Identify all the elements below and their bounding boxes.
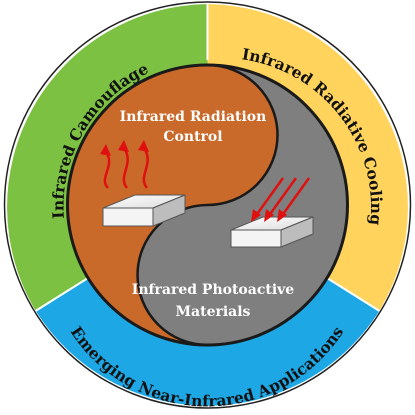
ring-divider-right: [326, 277, 380, 312]
yin-yang-divider: [136, 63, 279, 347]
outer-ring-border: [3, 1, 412, 409]
incoming-radiation-arrows-icon: [251, 177, 311, 222]
radiation-control-title-line1: Infrared Radiation: [120, 109, 267, 125]
photoactive-title-line1: Infrared Photoactive: [132, 282, 295, 298]
emitting-slab-icon: [102, 194, 186, 227]
absorbing-slab-icon: [230, 216, 314, 248]
photoactive-title-line2: Materials: [176, 304, 251, 320]
thermal-emission-arrows-icon: [100, 140, 149, 189]
ring-divider-left: [35, 277, 89, 312]
radiation-control-title-line2: Control: [163, 129, 222, 145]
